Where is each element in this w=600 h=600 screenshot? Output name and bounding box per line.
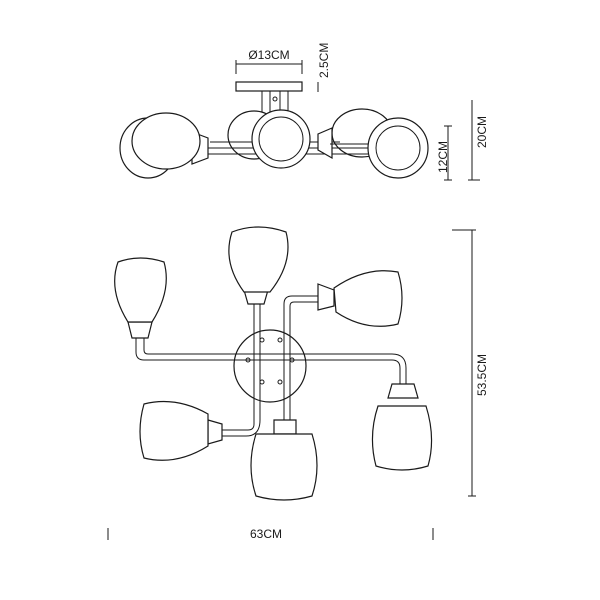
- top-canopy: [233, 329, 307, 403]
- canopy: [235, 81, 303, 92]
- canopy-height-label: 2.5CM: [317, 43, 331, 78]
- top-shade-lower-center: [250, 433, 318, 501]
- total-height-label: 20CM: [475, 116, 489, 148]
- top-shade-lower-left: [139, 400, 209, 461]
- top-shade-upper-left: [114, 257, 167, 323]
- canopy-diameter-label: Ø13CM: [248, 48, 289, 62]
- side-shade-front-center: [251, 109, 311, 169]
- depth-label: 53.5CM: [475, 354, 489, 396]
- width-label: 63CM: [250, 527, 282, 541]
- top-shade-lower-right: [371, 405, 433, 471]
- body-height-label: 12CM: [436, 141, 450, 173]
- top-shade-right-upper: [333, 270, 403, 327]
- side-shade-front-left: [131, 112, 201, 170]
- top-shade-upper-center: [228, 226, 289, 293]
- top-view: 53.5CM 63CM: [107, 226, 489, 541]
- side-view: Ø13CM 2.5CM 12CM 20CM: [119, 43, 489, 181]
- side-shade-front-right: [367, 117, 429, 179]
